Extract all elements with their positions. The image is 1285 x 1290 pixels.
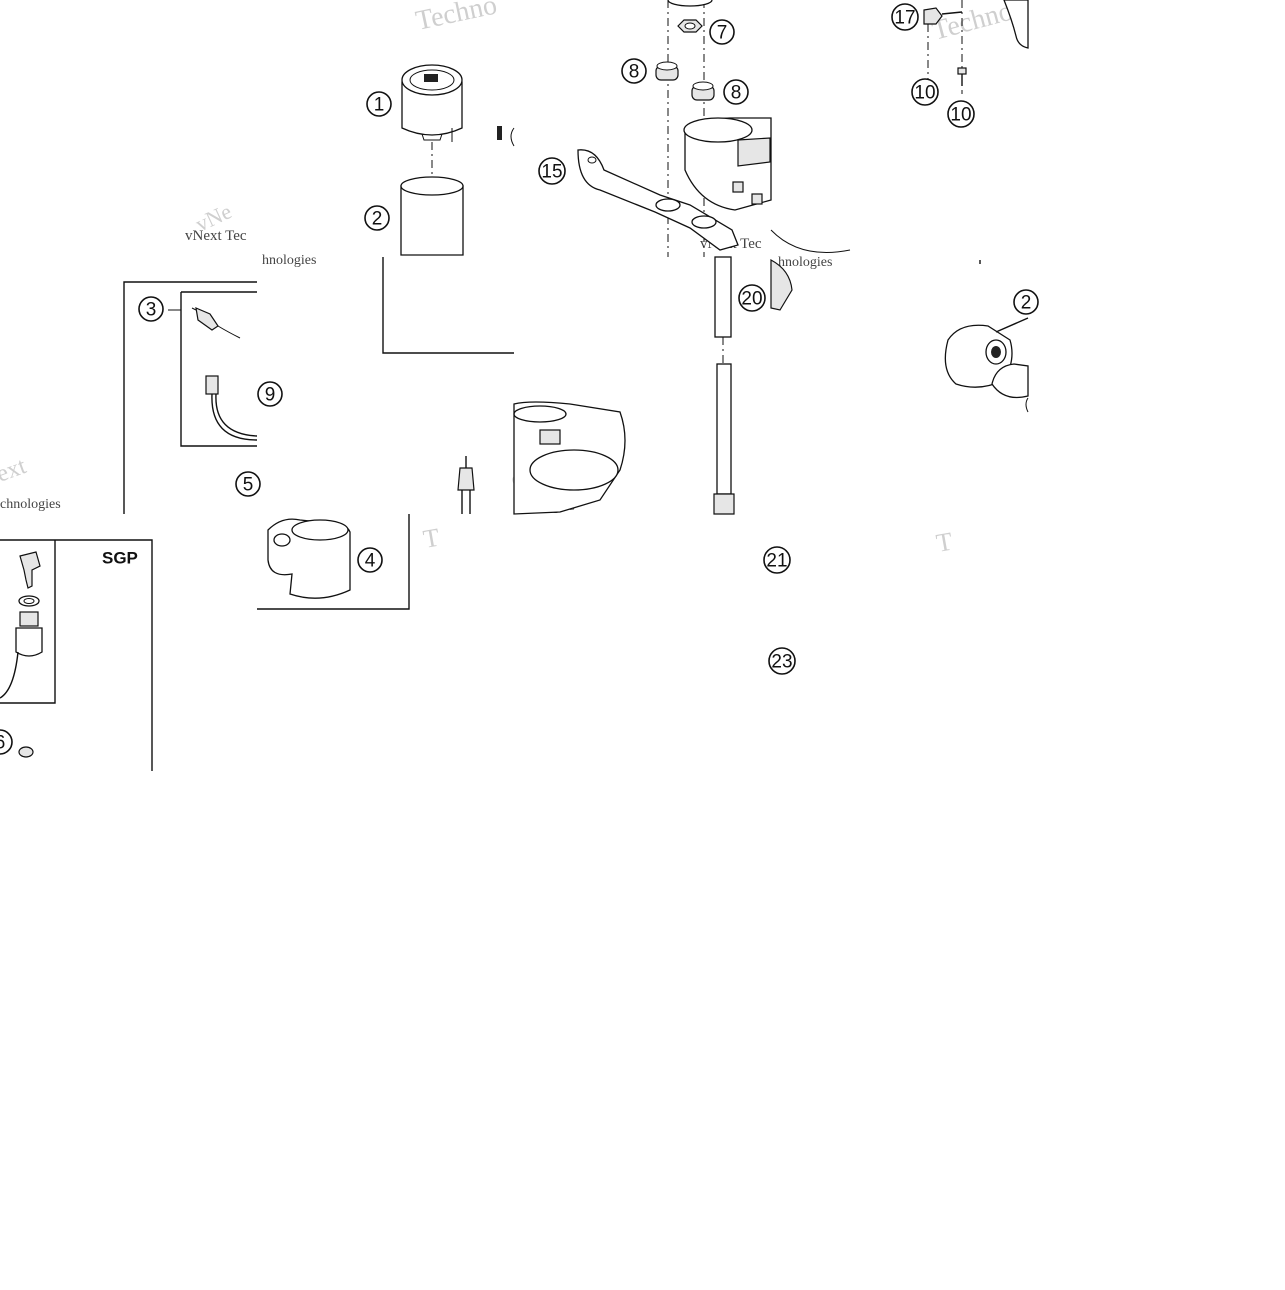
callout-2: 2 (364, 205, 390, 231)
sgp-key-switch: SGP (0, 539, 153, 771)
callout-7: 7 (709, 19, 735, 45)
callout-circle (768, 647, 796, 675)
watermark: hnologies (778, 255, 832, 270)
callout-3: 3 (138, 296, 164, 322)
callout-2x: 2 (1013, 289, 1039, 315)
callout-number: 6 (0, 733, 5, 754)
watermark: T (934, 527, 955, 558)
callout-number: 7 (717, 23, 728, 44)
callout-8a: 8 (621, 58, 647, 84)
callout-8b: 8 (723, 79, 749, 105)
callout-number: 23 (771, 652, 792, 673)
harness-box (123, 281, 258, 514)
bolt-assembly (770, 0, 1029, 253)
callout-number: 8 (731, 83, 742, 104)
callout-17: 17 (891, 3, 919, 31)
callout-10b: 10 (947, 100, 975, 128)
callout-number: 10 (950, 105, 971, 126)
callout-circle (138, 296, 164, 322)
callout-number: 10 (914, 83, 935, 104)
callout-circle (738, 284, 766, 312)
watermark-layer: Techno Technol vNext Tec hnologies vNe v… (0, 0, 1024, 558)
watermark: vNext Tec (185, 228, 247, 244)
callout-20: 20 (738, 284, 766, 312)
callout-circle (257, 381, 283, 407)
callout-layer: 1234567889101015172021232 (0, 3, 1039, 755)
callout-number: 9 (265, 385, 276, 406)
callout-number: 2 (1021, 293, 1032, 314)
callout-1: 1 (366, 91, 392, 117)
callout-circle (0, 729, 13, 755)
callout-circle (364, 205, 390, 231)
callout-circle (947, 100, 975, 128)
watermark: Techno (413, 0, 500, 37)
callout-circle (357, 547, 383, 573)
callout-number: 1 (374, 95, 385, 116)
callout-10a: 10 (911, 78, 939, 106)
callout-15: 15 (538, 157, 566, 185)
bracket-assembly (577, 0, 772, 257)
callout-number: 15 (541, 162, 562, 183)
callout-23: 23 (768, 647, 796, 675)
callout-circle (621, 58, 647, 84)
callout-circle (538, 157, 566, 185)
meter-assembly (400, 64, 515, 256)
callout-6: 6 (0, 729, 13, 755)
callout-21: 21 (763, 546, 791, 574)
callout-number: 2 (372, 209, 383, 230)
callout-circle (1013, 289, 1039, 315)
callout-4: 4 (357, 547, 383, 573)
callout-number: 3 (146, 300, 157, 321)
callout-circle (235, 471, 261, 497)
callout-circle (723, 79, 749, 105)
callout-circle (366, 91, 392, 117)
callout-circle (891, 3, 919, 31)
callout-5: 5 (235, 471, 261, 497)
callout-9: 9 (257, 381, 283, 407)
watermark: hnologies (262, 253, 316, 268)
callout-circle (763, 546, 791, 574)
callout-number: 4 (365, 551, 376, 572)
callout-number: 17 (894, 8, 915, 29)
callout-number: 8 (629, 62, 640, 83)
watermark: ext (0, 453, 30, 488)
watermark: chnologies (0, 497, 61, 512)
shaft-assembly (513, 256, 793, 515)
watermark: T (421, 523, 442, 554)
callout-number: 20 (741, 289, 762, 310)
callout-circle (911, 78, 939, 106)
gear-unit (944, 260, 1029, 413)
mount-bracket (257, 514, 410, 610)
callout-number: 5 (243, 475, 254, 496)
callout-circle (709, 19, 735, 45)
callout-number: 21 (766, 551, 787, 572)
sgp-label: SGP (102, 549, 138, 568)
frame-lines (382, 257, 514, 514)
